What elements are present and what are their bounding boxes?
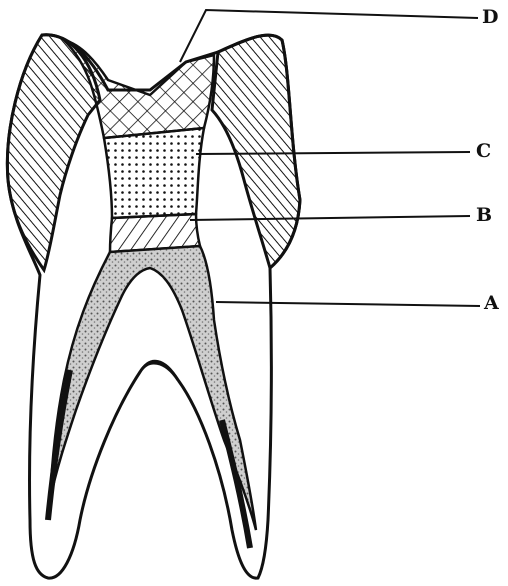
layer-c-dotted (104, 128, 204, 218)
label-d: D (482, 8, 498, 27)
label-a: A (484, 294, 499, 313)
label-c: C (476, 142, 491, 161)
label-b: B (476, 206, 492, 225)
